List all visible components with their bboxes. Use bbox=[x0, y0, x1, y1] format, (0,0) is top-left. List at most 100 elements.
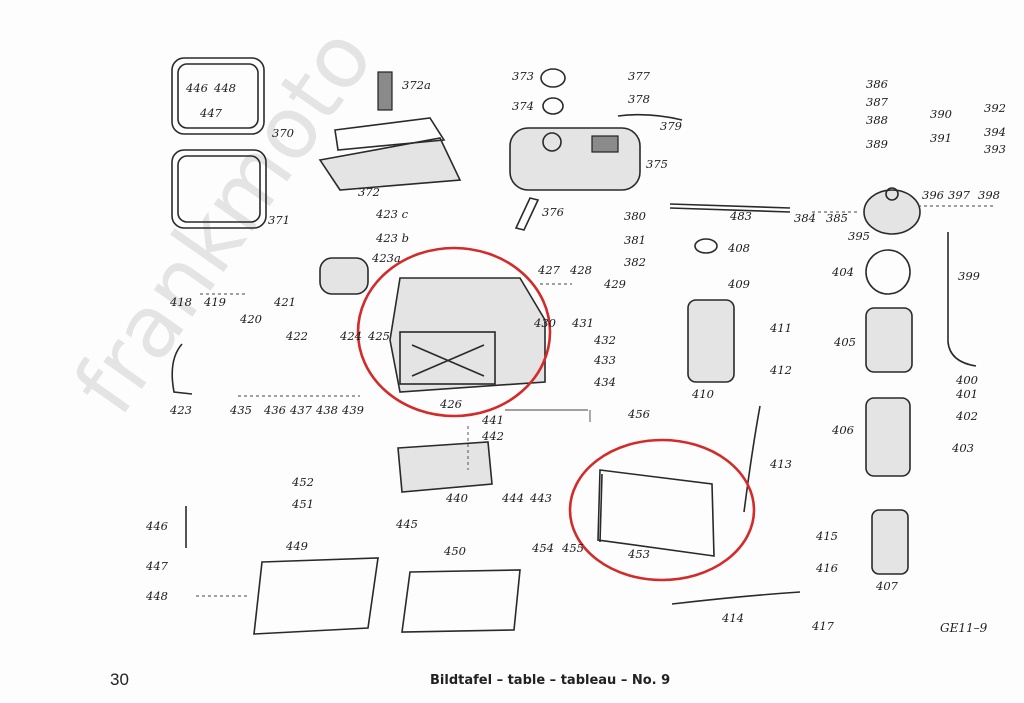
part-pipe-483 bbox=[669, 203, 791, 213]
part-label: 435 bbox=[229, 403, 252, 417]
part-label: 385 bbox=[826, 211, 848, 225]
part-label: 448 bbox=[213, 81, 236, 95]
part-label: 447 bbox=[145, 559, 169, 573]
part-label: 378 bbox=[628, 92, 650, 106]
page-number: 30 bbox=[110, 670, 129, 689]
part-label: 453 bbox=[627, 547, 650, 561]
part-label: 391 bbox=[930, 131, 952, 145]
part-clamp-423a bbox=[319, 257, 369, 295]
part-label: 376 bbox=[542, 205, 564, 219]
part-label: 395 bbox=[848, 229, 870, 243]
part-label: 379 bbox=[660, 119, 682, 133]
part-label: 392 bbox=[984, 101, 1006, 115]
part-label: 400 bbox=[955, 373, 978, 387]
part-label: 387 bbox=[866, 95, 889, 109]
part-frame-370 bbox=[171, 57, 265, 135]
part-label: 439 bbox=[341, 403, 364, 417]
part-ring-374 bbox=[542, 97, 564, 115]
part-label: 396 bbox=[922, 188, 944, 202]
part-cap-373 bbox=[540, 68, 566, 88]
part-label: 445 bbox=[395, 517, 418, 531]
part-label: 394 bbox=[984, 125, 1006, 139]
part-holder-423 bbox=[171, 343, 193, 395]
part-label: 427 bbox=[537, 263, 561, 277]
part-label: 413 bbox=[769, 457, 792, 471]
part-label: 426 bbox=[439, 397, 462, 411]
part-labels: 446 448 447 370 371 372a 372 373 374 377… bbox=[145, 69, 1006, 633]
part-line-399 bbox=[947, 232, 977, 367]
part-label: 374 bbox=[512, 99, 534, 113]
part-label: 421 bbox=[273, 295, 296, 309]
part-battery-box-426 bbox=[389, 277, 546, 393]
part-label: 408 bbox=[727, 241, 750, 255]
part-strap-449 bbox=[253, 557, 379, 635]
part-label: 443 bbox=[529, 491, 552, 505]
part-label: 422 bbox=[285, 329, 308, 343]
part-label: 372 bbox=[358, 185, 380, 199]
part-label: 419 bbox=[203, 295, 226, 309]
part-label: 455 bbox=[561, 541, 584, 555]
part-cover-453 bbox=[597, 469, 715, 557]
part-label: 420 bbox=[239, 312, 262, 326]
part-label: 401 bbox=[955, 387, 978, 401]
part-label: 402 bbox=[955, 409, 978, 423]
part-label: 430 bbox=[533, 316, 556, 330]
part-label: 423a bbox=[371, 251, 401, 265]
part-filter-head-395 bbox=[863, 187, 921, 235]
part-label: 414 bbox=[721, 611, 744, 625]
part-label: 403 bbox=[951, 441, 974, 455]
part-label: 446 bbox=[185, 81, 208, 95]
part-label: 441 bbox=[481, 413, 504, 427]
part-label: 399 bbox=[958, 269, 980, 283]
part-label: 451 bbox=[291, 497, 314, 511]
part-label: 407 bbox=[875, 579, 899, 593]
part-label: 447 bbox=[199, 106, 223, 120]
page-caption: Bildtafel – table – tableau – No. 9 bbox=[430, 673, 671, 688]
part-hose-379 bbox=[617, 113, 683, 121]
part-label: 393 bbox=[984, 142, 1006, 156]
part-label: 370 bbox=[272, 126, 294, 140]
part-label: 372a bbox=[402, 78, 431, 92]
part-bowl-406 bbox=[865, 397, 911, 477]
part-frame-371 bbox=[171, 149, 267, 229]
part-label: 389 bbox=[866, 137, 888, 151]
part-label: 433 bbox=[593, 353, 616, 367]
part-tank-375 bbox=[509, 127, 641, 191]
plate-code: GE11–9 bbox=[940, 621, 988, 635]
part-label: 412 bbox=[769, 363, 792, 377]
part-label: 425 bbox=[367, 329, 390, 343]
part-hose-414 bbox=[671, 591, 801, 605]
part-label: 386 bbox=[866, 77, 888, 91]
part-label: 409 bbox=[727, 277, 750, 291]
part-label: 410 bbox=[691, 387, 714, 401]
part-label: 450 bbox=[443, 544, 466, 558]
part-label: 416 bbox=[815, 561, 838, 575]
watermark-text: frankmoto bbox=[55, 10, 392, 432]
part-label: 431 bbox=[571, 316, 594, 330]
part-label: 440 bbox=[445, 491, 468, 505]
part-label: 397 bbox=[948, 188, 971, 202]
part-label: 454 bbox=[531, 541, 554, 555]
part-label: 405 bbox=[833, 335, 856, 349]
part-label: 384 bbox=[794, 211, 816, 225]
part-label: 406 bbox=[831, 423, 854, 437]
part-label: 423 bbox=[169, 403, 192, 417]
part-filter-407 bbox=[871, 509, 909, 575]
part-label: 483 bbox=[729, 209, 752, 223]
part-label: 388 bbox=[866, 113, 888, 127]
part-label: 436 bbox=[263, 403, 286, 417]
part-label: 375 bbox=[646, 157, 668, 171]
highlight-battery-box bbox=[356, 246, 552, 418]
part-element-405 bbox=[865, 307, 913, 373]
part-label: 423 c bbox=[375, 207, 409, 221]
leader-lines bbox=[196, 205, 994, 597]
part-label: 446 bbox=[145, 519, 168, 533]
part-label: 373 bbox=[512, 69, 534, 83]
part-label: 442 bbox=[481, 429, 504, 443]
part-label: 382 bbox=[624, 255, 646, 269]
part-label: 390 bbox=[930, 107, 952, 121]
part-label: 438 bbox=[315, 403, 338, 417]
part-label: 429 bbox=[603, 277, 626, 291]
